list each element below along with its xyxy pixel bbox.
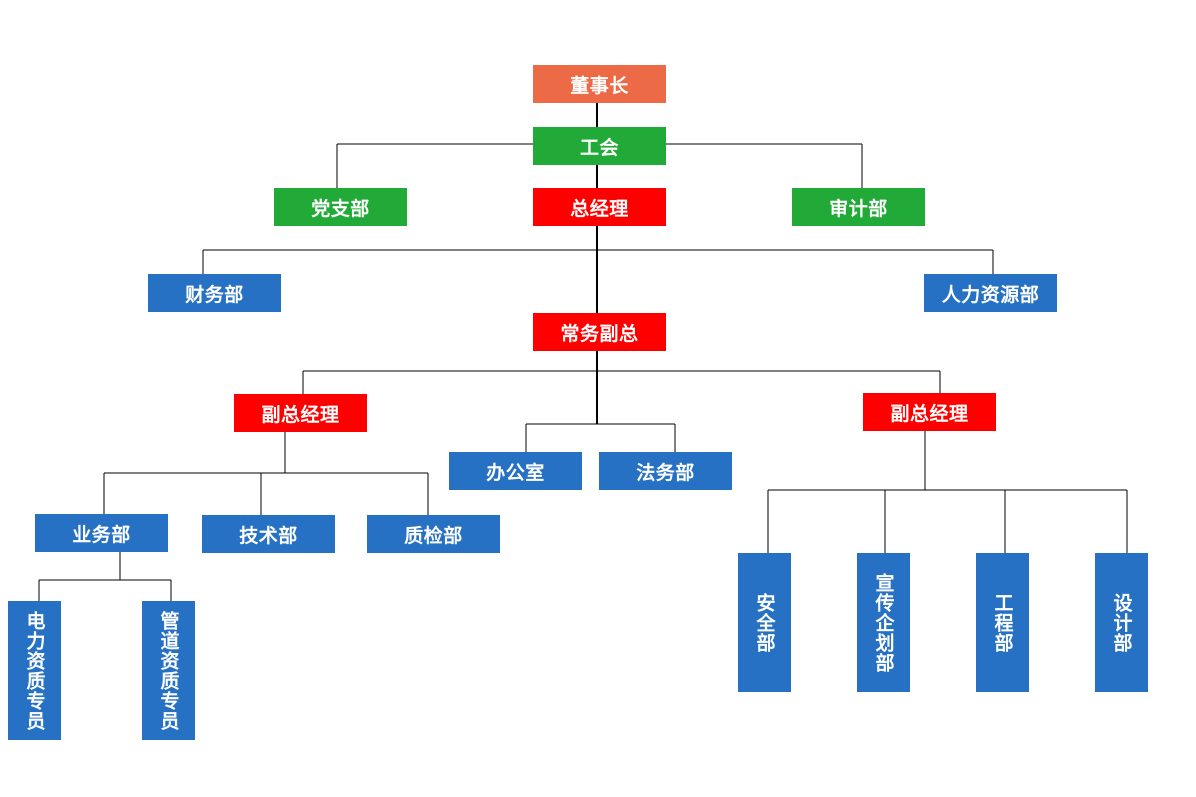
publicity-department-box: 宣传企划部 [857, 553, 910, 692]
vp-right-box: 副总经理 [863, 393, 996, 431]
pipeline-specialist-label: 管道资质专员 [157, 610, 180, 731]
hr-department-box: 人力资源部 [924, 274, 1057, 312]
design-department-box: 设计部 [1095, 553, 1148, 692]
power-specialist-box: 电力资质专员 [8, 601, 61, 740]
pipeline-specialist-box: 管道资质专员 [142, 601, 195, 740]
engineering-department-box: 工程部 [976, 553, 1029, 692]
general-manager-box: 总经理 [533, 188, 666, 226]
chairman-box: 董事长 [533, 65, 666, 103]
union-box: 工会 [533, 127, 666, 165]
office-box: 办公室 [449, 452, 582, 490]
safety-department-box: 安全部 [738, 553, 791, 692]
party-branch-box: 党支部 [274, 188, 407, 226]
finance-department-box: 财务部 [148, 274, 281, 312]
engineering-department-label: 工程部 [991, 592, 1014, 653]
audit-department-box: 审计部 [792, 188, 925, 226]
business-department-box: 业务部 [35, 514, 168, 552]
safety-department-label: 安全部 [753, 592, 776, 653]
technology-department-box: 技术部 [202, 515, 335, 553]
vp-left-box: 副总经理 [234, 394, 367, 432]
power-specialist-label: 电力资质专员 [23, 610, 46, 731]
quality-department-box: 质检部 [367, 515, 500, 553]
executive-vp-box: 常务副总 [533, 313, 666, 351]
design-department-label: 设计部 [1110, 592, 1133, 653]
legal-department-box: 法务部 [599, 452, 732, 490]
publicity-department-label: 宣传企划部 [872, 572, 895, 673]
